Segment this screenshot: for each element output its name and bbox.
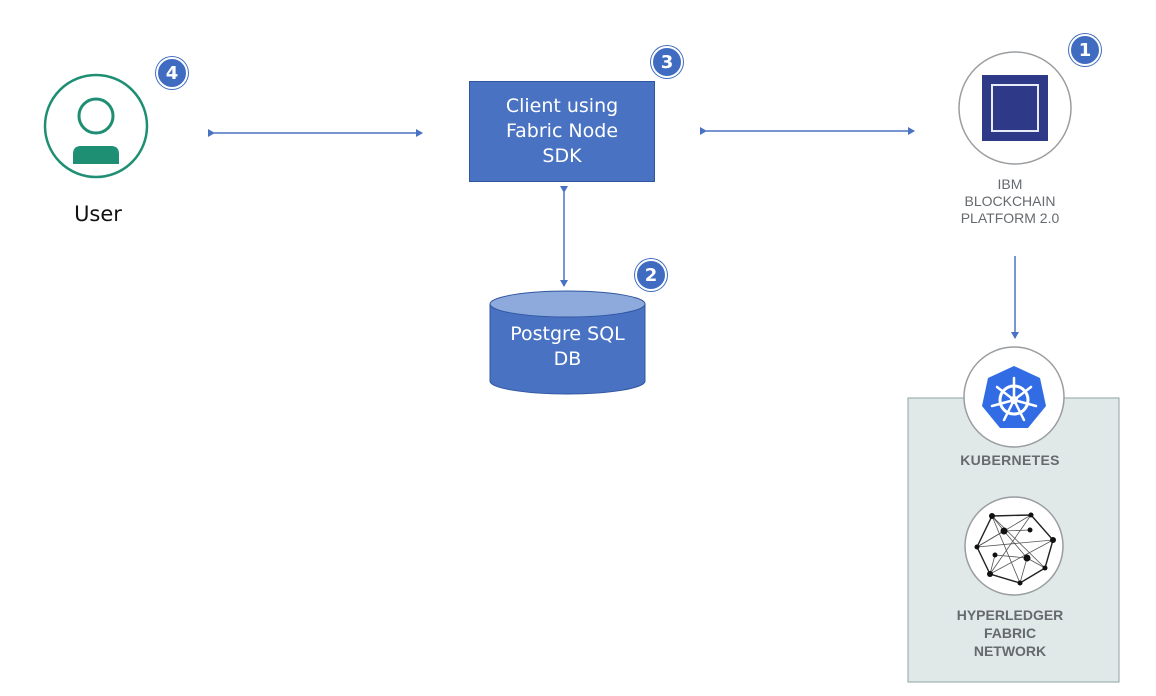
hyperledger-label: HYPERLEDGER FABRIC NETWORK <box>910 606 1110 660</box>
hyperledger-fabric-icon <box>964 496 1064 596</box>
database-label-line-1: Postgre SQL <box>510 323 625 345</box>
hyperledger-label-line-3: NETWORK <box>973 643 1047 659</box>
hyperledger-label-line-2: FABRIC <box>983 625 1037 641</box>
ibm-platform-label: IBM BLOCKCHAIN PLATFORM 2.0 <box>930 176 1090 227</box>
step-badge-2: 2 <box>635 259 667 291</box>
client-label-line-2: Fabric Node <box>505 120 619 142</box>
kubernetes-label: KUBERNETES <box>960 452 1060 468</box>
database-label-line-2: DB <box>553 348 582 370</box>
user-label: User <box>74 202 122 226</box>
step-badge-4: 4 <box>156 57 188 89</box>
database-cylinder <box>489 290 646 395</box>
client-label-line-3: SDK <box>542 145 582 167</box>
step-badge-1: 1 <box>1069 34 1101 66</box>
user-icon <box>43 73 149 179</box>
ibm-label-line-3: PLATFORM 2.0 <box>960 210 1060 226</box>
database-label: Postgre SQL DB <box>490 322 645 372</box>
client-label-line-1: Client using <box>505 95 619 117</box>
kubernetes-icon <box>963 346 1065 448</box>
client-box: Client using Fabric Node SDK <box>469 81 655 182</box>
ibm-label-line-2: BLOCKCHAIN <box>964 193 1056 209</box>
hyperledger-label-line-1: HYPERLEDGER <box>956 607 1064 623</box>
ibm-blockchain-icon <box>958 51 1072 165</box>
ibm-label-line-1: IBM <box>997 176 1023 192</box>
step-badge-3: 3 <box>651 46 683 78</box>
